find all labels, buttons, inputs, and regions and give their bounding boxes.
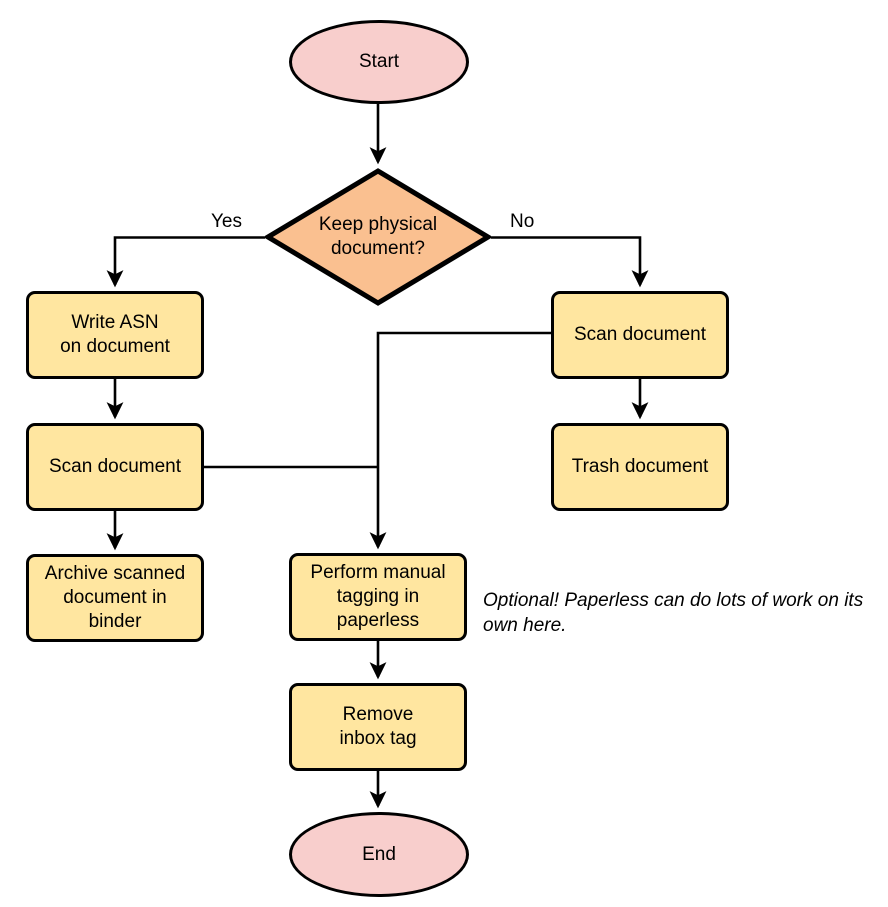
diamond-shape [265, 168, 491, 306]
node-write-asn-on-document-label: Write ASN on document [60, 312, 170, 357]
node-remove-inbox-tag[interactable]: Remove inbox tag [289, 683, 467, 771]
edge-label-no: No [510, 211, 535, 232]
node-write-asn-on-document[interactable]: Write ASN on document [26, 291, 204, 379]
node-start-label: Start [358, 51, 400, 72]
node-perform-manual-tagging-in-paperless-label: Perform manual tagging in paperless [310, 562, 446, 631]
edge-scan-right-to-tagging [369, 331, 551, 550]
node-scan-document-right-label: Scan document [573, 324, 707, 345]
node-archive-scanned-document-in-binder[interactable]: Archive scanned document in binder [26, 554, 204, 642]
node-keep-physical-document[interactable]: Keep physical document? [265, 168, 491, 306]
edge-decision-to-scan-right [491, 236, 649, 288]
node-perform-manual-tagging-in-paperless[interactable]: Perform manual tagging in paperless [289, 553, 467, 641]
node-remove-inbox-tag-label: Remove inbox tag [339, 704, 417, 749]
node-archive-scanned-document-in-binder-label: Archive scanned document in binder [44, 563, 186, 632]
node-scan-document-left-label: Scan document [48, 456, 182, 477]
edge-decision-to-write-asn [106, 236, 265, 288]
node-end-label: End [362, 843, 396, 865]
node-scan-document-left[interactable]: Scan document [26, 423, 204, 511]
edge-label-yes: Yes [211, 211, 242, 232]
annotation-optional-note: Optional! Paperless can do lots of work … [483, 590, 864, 636]
node-scan-document-right[interactable]: Scan document [551, 291, 729, 379]
node-trash-document[interactable]: Trash document [551, 423, 729, 511]
node-end[interactable]: End [289, 812, 469, 897]
node-keep-physical-document-label: Keep physical document? [318, 214, 438, 259]
node-trash-document-label: Trash document [571, 456, 709, 477]
node-start[interactable]: Start [289, 20, 469, 104]
